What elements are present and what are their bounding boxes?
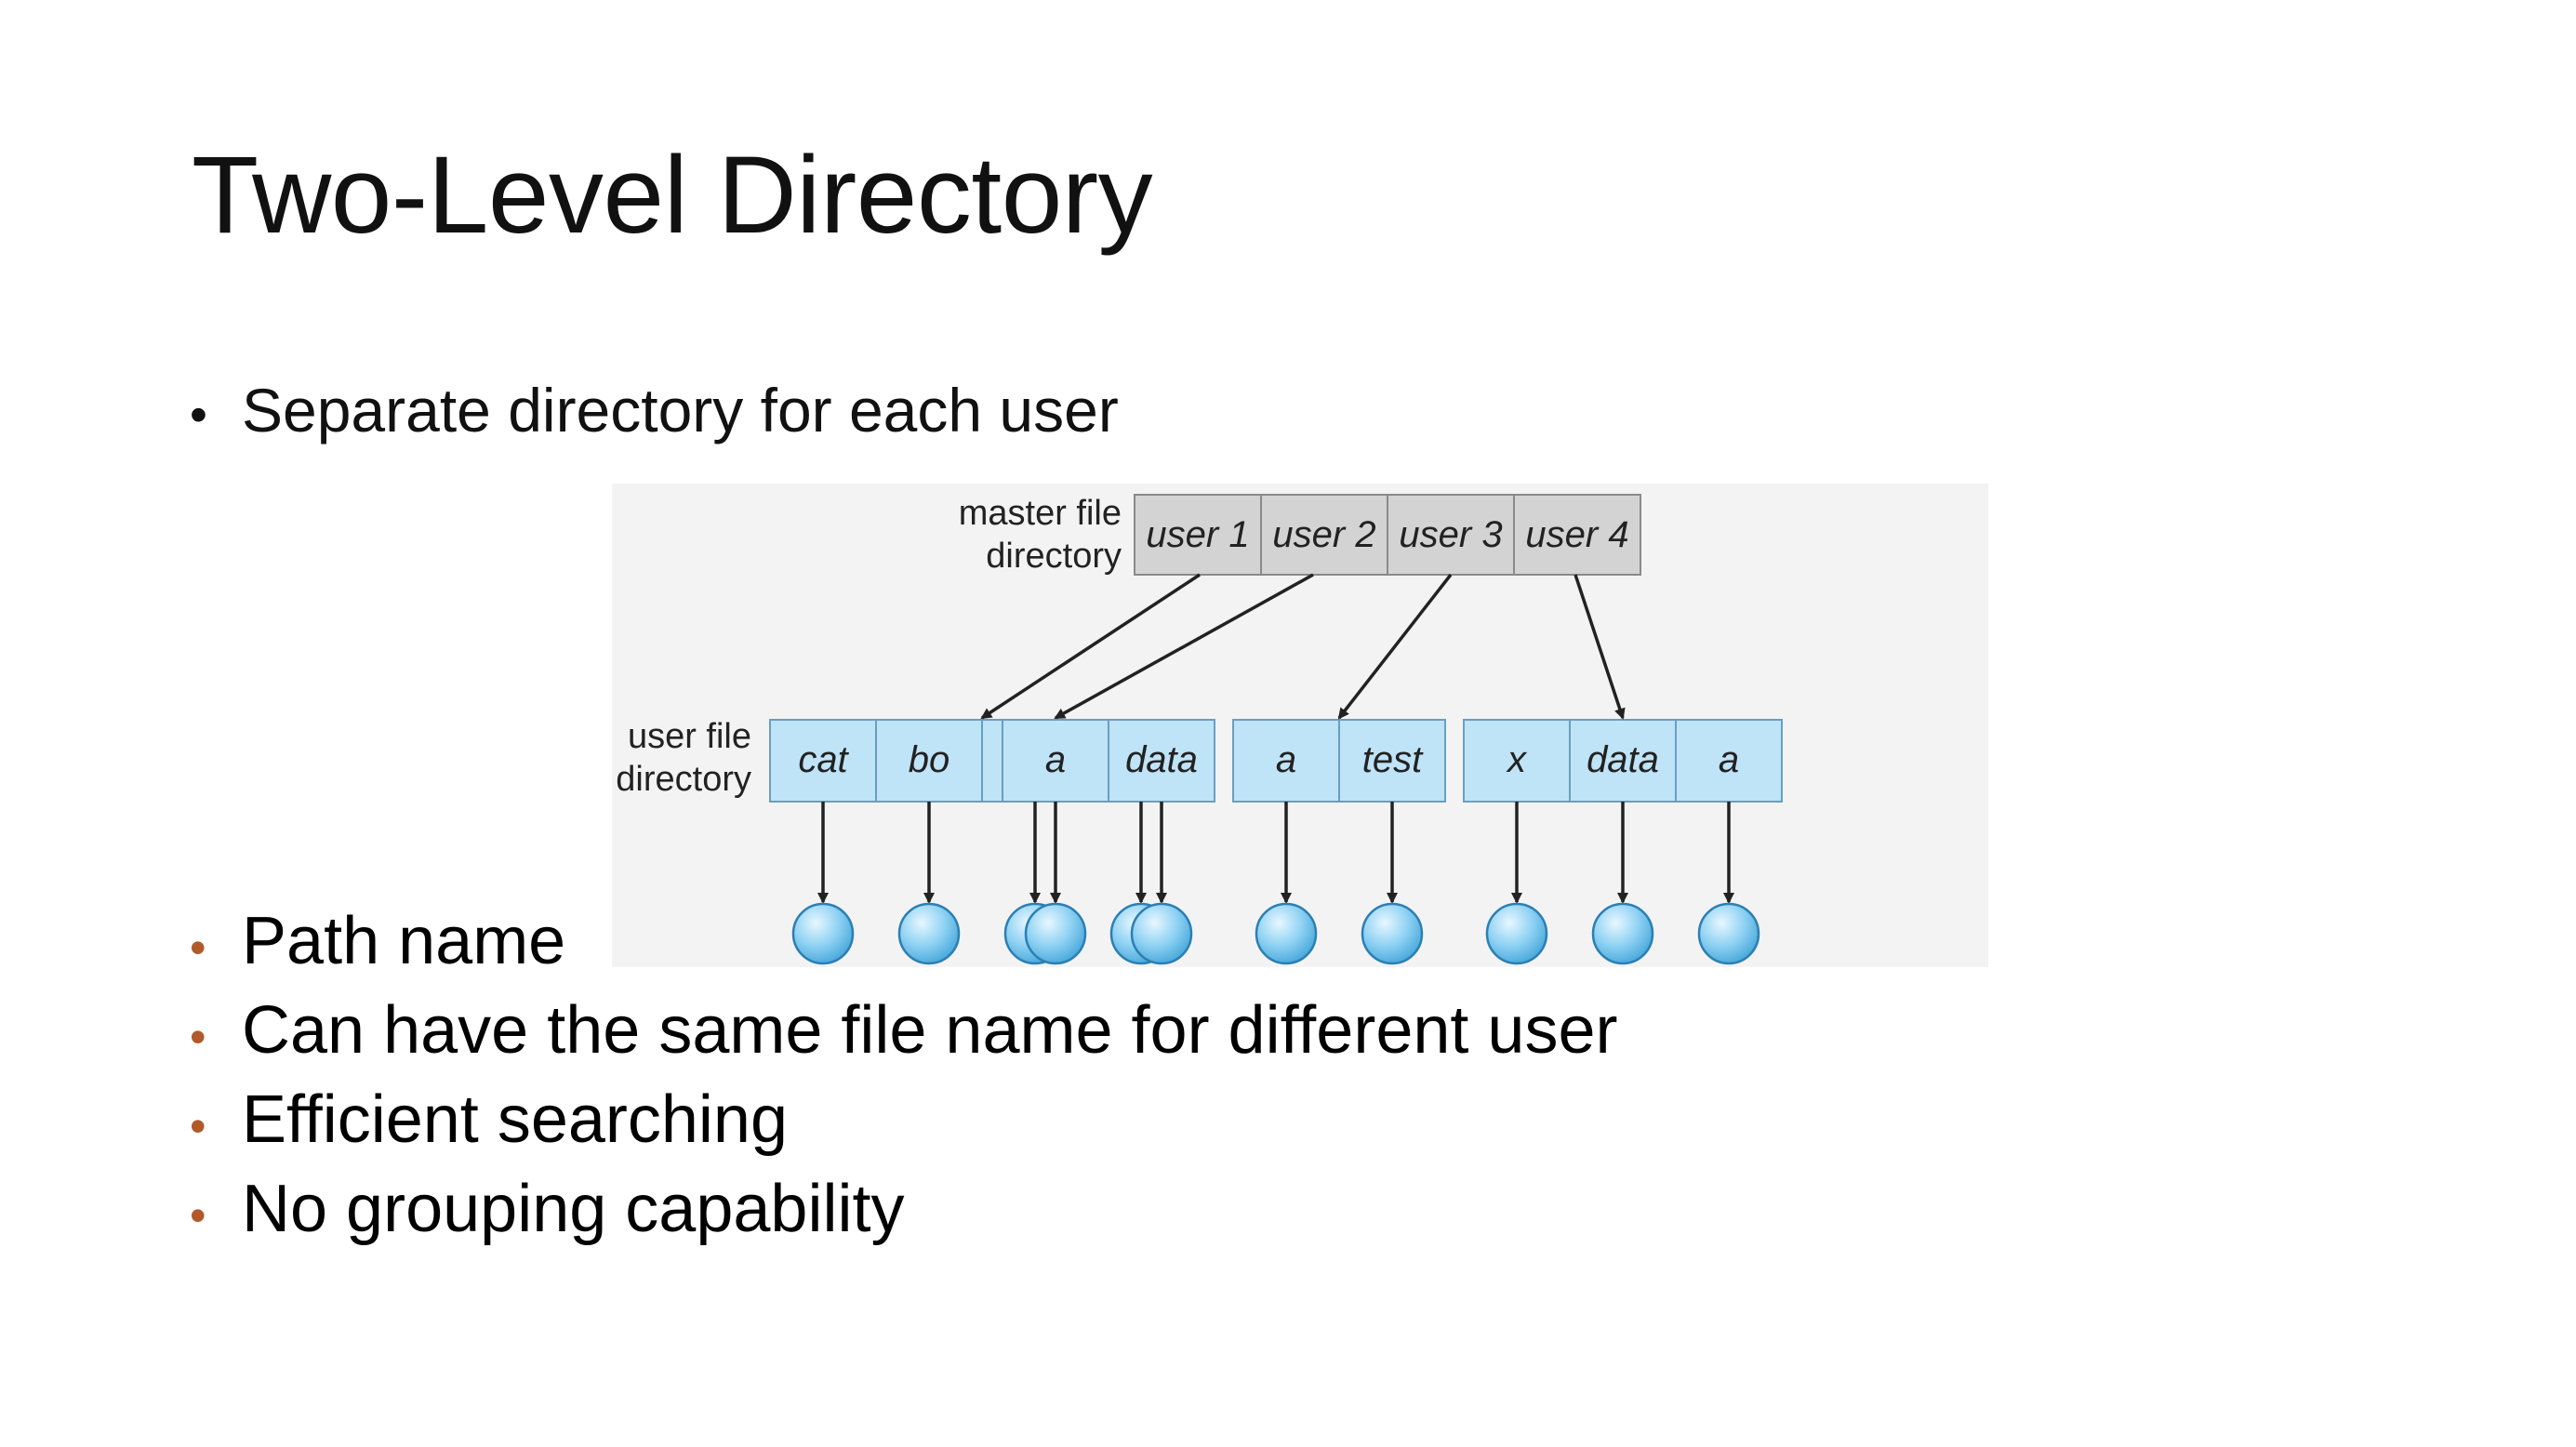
master-entry-label: user 3 <box>1399 514 1502 555</box>
bullet-icon: • <box>190 1100 206 1152</box>
user-directory-cell <box>1338 719 1446 803</box>
master-entry-label: user 1 <box>1146 514 1249 555</box>
bullet-list: • Path name • Can have the same file name … <box>190 896 1617 1254</box>
file-node-icon <box>1130 902 1193 965</box>
file-node-icon <box>1591 902 1654 965</box>
bullet-item: • Can have the same file name for differe… <box>190 986 1617 1075</box>
user-directory-cell <box>1108 719 1215 803</box>
user-directory-entry-label: a <box>1276 739 1296 780</box>
bullet-text: No grouping capability <box>242 1172 905 1246</box>
pointer-arrow <box>1573 574 1626 720</box>
master-entry-cell <box>1513 494 1641 576</box>
file-node-icon <box>1485 902 1548 965</box>
user-directory-entry-label: cat <box>798 739 849 780</box>
user-directory-entry-label: data <box>1125 739 1198 780</box>
user-directory-cell <box>1232 719 1340 803</box>
pointer-arrow <box>980 573 1201 720</box>
bullet-text: Path name <box>242 904 566 978</box>
file-node-icon <box>1024 902 1087 965</box>
bullet-item: • Efficient searching <box>190 1075 1617 1164</box>
master-directory-label: directory <box>986 537 1122 576</box>
file-node-icon <box>791 902 855 965</box>
bullet-icon: • <box>190 1189 206 1241</box>
pointer-arrow <box>1337 573 1453 720</box>
user-directory-entry-label: bo <box>909 739 950 780</box>
two-level-directory-diagram: user 1 user 2 user 3 user 4 master file direc… <box>612 484 1988 967</box>
user-directory-entry-label: a <box>1045 739 1066 780</box>
master-entry-cell <box>1260 494 1388 576</box>
bullet-text: Can have the same file name for differen… <box>242 993 1618 1068</box>
intro-bullet-text: Separate directory for each user <box>242 376 1119 445</box>
file-node-icon <box>1697 902 1760 965</box>
master-entry-cell <box>1387 494 1515 576</box>
bullet-icon: • <box>190 1011 206 1063</box>
slide-title: Two-Level Directory <box>192 134 1153 257</box>
user-directory-label: user file <box>628 717 751 756</box>
pointer-arrow <box>1054 573 1314 720</box>
master-entry-label: user 2 <box>1272 514 1375 555</box>
master-entry-cell <box>1134 494 1262 576</box>
file-node-icon <box>897 902 961 965</box>
file-node-icon <box>1255 902 1318 965</box>
diagram-canvas: user 1 user 2 user 3 user 4 master file direc… <box>612 484 1988 967</box>
bullet-icon: • <box>190 387 207 443</box>
file-node-icon <box>1361 902 1424 965</box>
master-directory-label: master file <box>959 494 1122 533</box>
bullet-icon: • <box>190 922 206 974</box>
user-directory-entry-label: a <box>1719 739 1739 780</box>
master-entry-label: user 4 <box>1525 514 1628 555</box>
user-directory-entry-label: test <box>1362 739 1424 780</box>
bullet-item: • No grouping capability <box>190 1164 1617 1254</box>
intro-bullet: • Separate directory for each user <box>190 374 1119 447</box>
user-directory-label: directory <box>616 760 751 799</box>
user-directory-entry-label: data <box>1587 739 1659 780</box>
user-directory-entry-label: x <box>1506 739 1528 780</box>
bullet-text: Efficient searching <box>242 1082 789 1157</box>
bullet-item: • Path name <box>190 896 1617 986</box>
